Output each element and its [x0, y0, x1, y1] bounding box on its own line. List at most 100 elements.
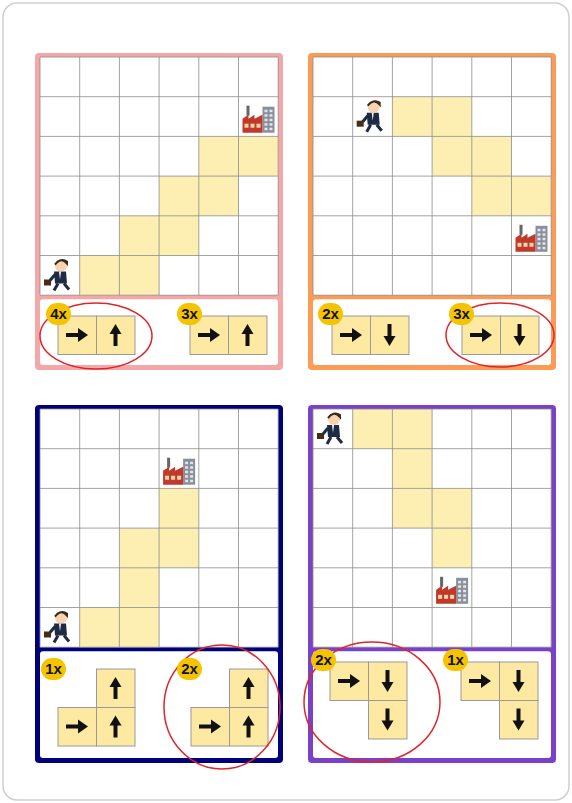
grid-line	[40, 607, 278, 608]
grid-line	[238, 409, 239, 647]
move-tile	[191, 708, 230, 747]
grid-line	[278, 57, 279, 295]
move-tile	[461, 662, 500, 701]
option-tray	[40, 651, 278, 758]
count-badge: 4x	[46, 303, 71, 325]
arrow-symbol	[66, 720, 88, 734]
puzzle-grid	[313, 409, 551, 647]
puzzle-panel	[308, 53, 556, 370]
grid-line	[198, 409, 199, 647]
move-tile	[330, 662, 369, 701]
move-tile	[369, 701, 408, 740]
arrow-symbol	[243, 716, 255, 738]
grid-line	[313, 215, 551, 216]
move-tile	[58, 708, 97, 747]
answer-circle	[164, 645, 280, 769]
grid-line	[313, 528, 551, 529]
count-text: 2x	[315, 649, 332, 671]
move-tile	[230, 669, 269, 708]
count-badge: 1x	[41, 658, 66, 680]
factory-icon	[516, 225, 548, 252]
count-text: 4x	[50, 303, 67, 325]
move-tile	[97, 316, 136, 355]
runner-icon	[317, 413, 342, 444]
answer-circle	[446, 303, 554, 367]
grid-line	[40, 215, 278, 216]
puzzle-grid	[40, 57, 278, 295]
path-cell	[392, 449, 432, 489]
path-cell	[119, 528, 159, 568]
move-tile	[369, 662, 408, 701]
path-cell	[80, 256, 120, 296]
factory-icon	[163, 458, 195, 485]
puzzle-panel	[35, 405, 283, 763]
grid-line	[198, 57, 199, 295]
path-cell	[199, 176, 239, 216]
path-cell	[159, 528, 199, 568]
grid-line	[313, 255, 551, 256]
path-cell	[239, 136, 279, 176]
path-cell	[80, 608, 120, 648]
sheet-border	[3, 3, 569, 800]
path-cell	[432, 528, 472, 568]
arrow-symbol	[382, 670, 394, 692]
move-tile	[97, 669, 136, 708]
arrow-symbol	[340, 328, 362, 342]
path-cell	[159, 216, 199, 256]
move-tile	[501, 316, 540, 355]
count-badge: 2x	[311, 649, 336, 671]
arrow-symbol	[513, 709, 525, 731]
grid-line	[511, 409, 512, 647]
puzzle-grid	[313, 57, 551, 295]
grid-line	[471, 409, 472, 647]
arrow-symbol	[199, 720, 221, 734]
path-cell	[432, 97, 472, 137]
grid-line	[551, 409, 552, 647]
arrow-symbol	[338, 674, 360, 688]
arrow-symbol	[514, 324, 526, 346]
count-badge: 2x	[177, 658, 202, 680]
count-badge: 2x	[318, 303, 343, 325]
path-cell	[432, 488, 472, 528]
factory-icon	[436, 577, 468, 604]
option-tray	[313, 299, 551, 365]
option-tray	[40, 299, 278, 365]
grid-line	[313, 176, 551, 177]
path-cell	[199, 136, 239, 176]
path-cell	[392, 409, 432, 449]
grid-line	[238, 57, 239, 295]
grid-line	[511, 57, 512, 295]
runner-icon	[44, 612, 69, 643]
move-tile	[97, 708, 136, 747]
path-cell	[159, 488, 199, 528]
path-cell	[353, 409, 393, 449]
move-tile	[371, 316, 410, 355]
path-cell	[119, 608, 159, 648]
grid-line	[313, 647, 551, 648]
puzzle-panel	[35, 53, 283, 370]
arrow-symbol	[469, 674, 491, 688]
grid-line	[471, 57, 472, 295]
grid-line	[40, 647, 278, 648]
grid-line	[40, 255, 278, 256]
arrow-symbol	[66, 328, 88, 342]
count-text: 3x	[453, 303, 470, 325]
count-text: 3x	[181, 303, 198, 325]
move-tile	[500, 701, 539, 740]
runner-icon	[357, 101, 382, 132]
factory-icon	[243, 106, 275, 133]
path-cell	[119, 256, 159, 296]
arrow-symbol	[110, 677, 122, 699]
grid-line	[40, 295, 278, 296]
arrow-symbol	[382, 709, 394, 731]
arrow-symbol	[384, 324, 396, 346]
path-cell	[159, 176, 199, 216]
puzzle-panel	[308, 405, 556, 763]
grid-line	[313, 567, 551, 568]
grid-line	[551, 57, 552, 295]
grid-line	[278, 409, 279, 647]
grid-line	[40, 567, 278, 568]
answer-circle	[40, 303, 152, 369]
